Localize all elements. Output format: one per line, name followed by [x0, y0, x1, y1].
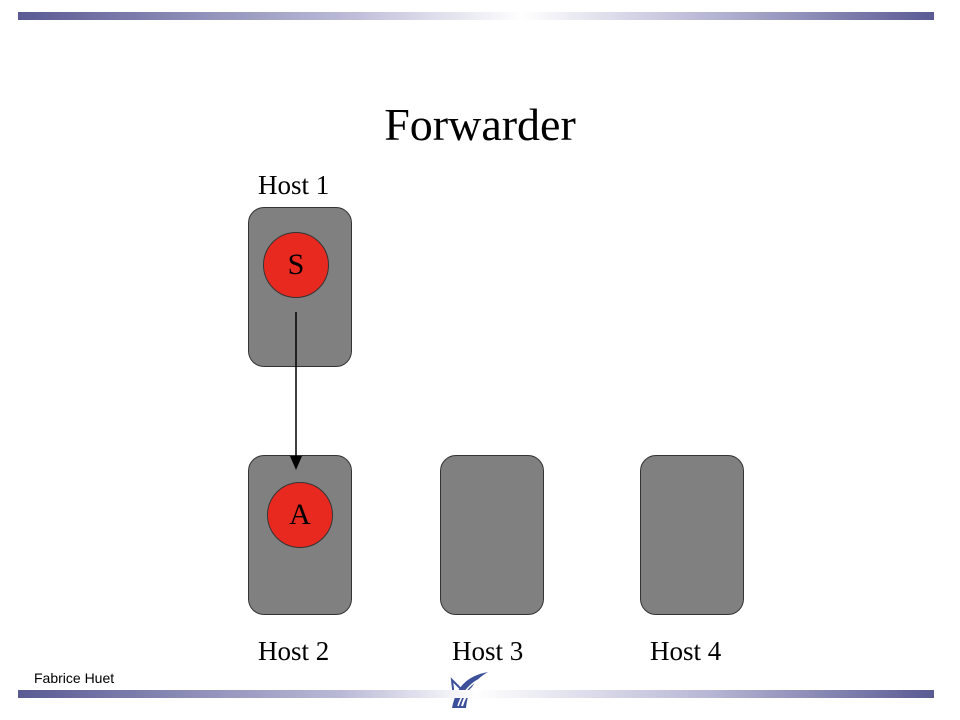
host-4-label: Host 4: [650, 636, 722, 666]
node-a: A: [267, 482, 333, 548]
node-s: S: [263, 232, 329, 298]
host-1-label: Host 1: [258, 170, 330, 200]
host-2-label: Host 2: [258, 636, 330, 666]
host-3-box: [440, 455, 544, 615]
host-3-label: Host 3: [452, 636, 524, 666]
footer-author: Fabrice Huet: [34, 670, 115, 686]
arrow-head-icon: [290, 456, 302, 470]
bottom-decorative-bar: [18, 690, 934, 698]
slide-title: Forwarder: [384, 99, 576, 150]
host-4-box: [640, 455, 744, 615]
top-decorative-bar: [18, 12, 934, 20]
